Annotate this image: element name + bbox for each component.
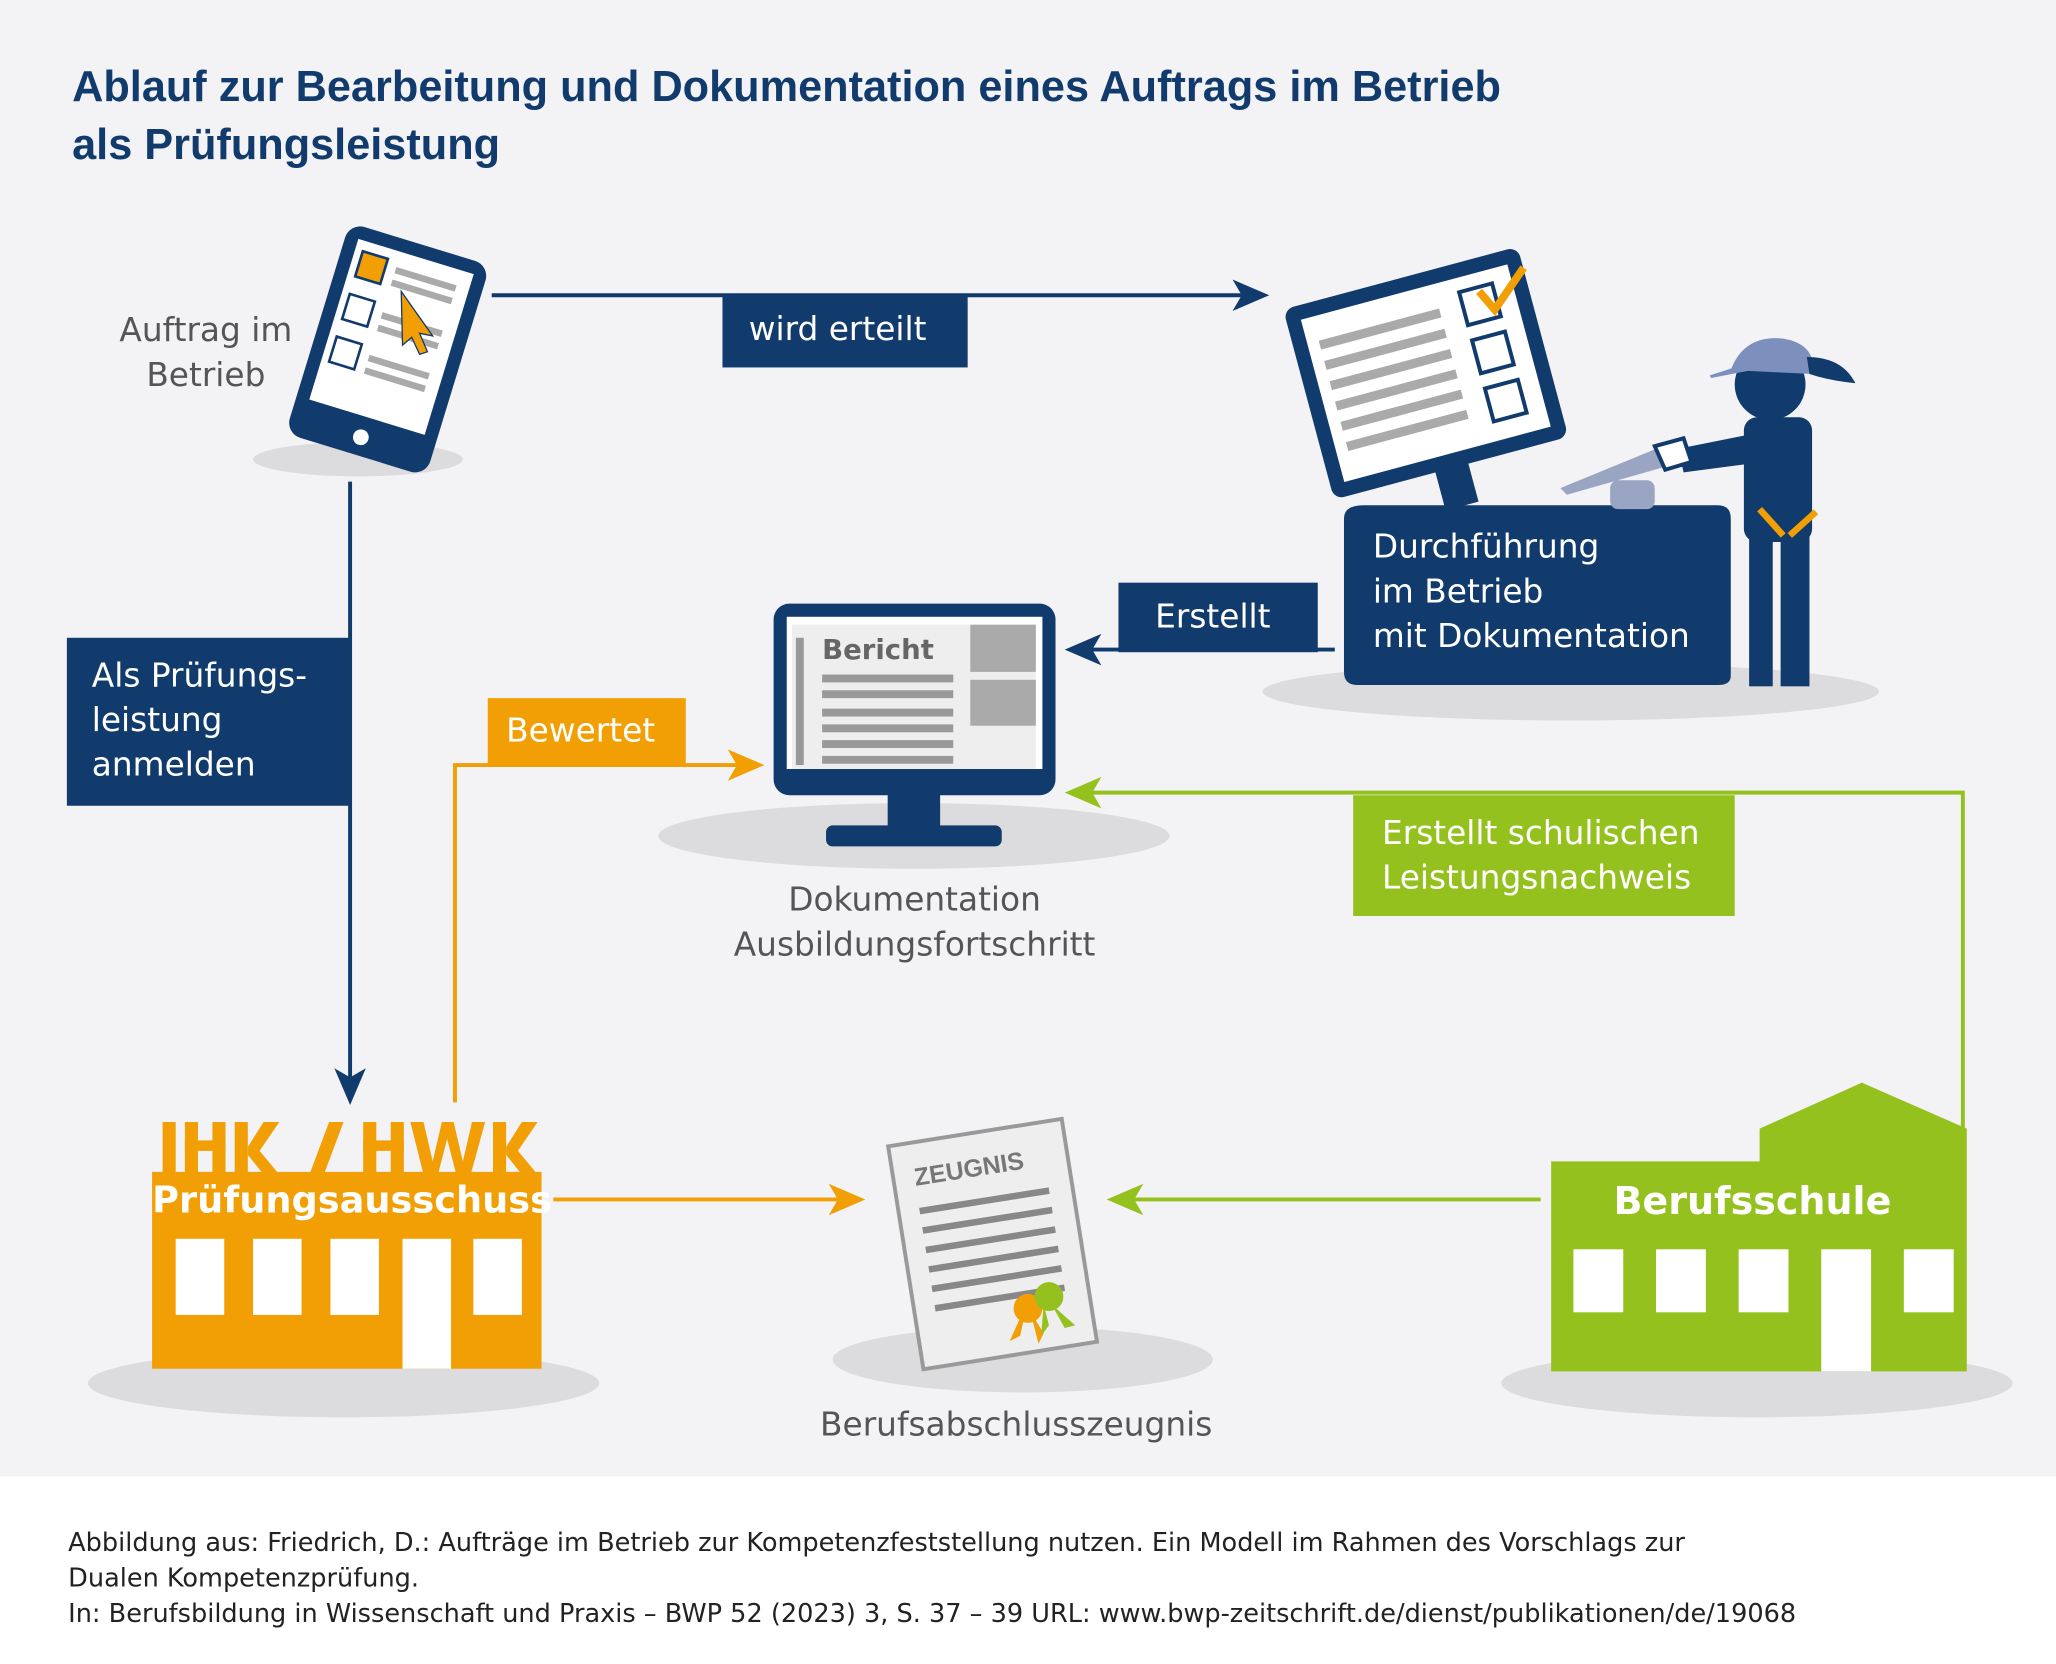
label-auftrag: Auftrag im Betrieb [119,311,293,394]
worker-figure-icon [1560,338,1856,687]
label-bericht: Bericht [822,633,934,666]
checkmark-icon [1476,265,1527,317]
arrow-school-zeugnis [1106,1183,1541,1216]
arrow-anmelden [334,481,366,1105]
source-citation: Abbildung aus: Friedrich, D.: Aufträge i… [68,1527,1797,1629]
page-title: Ablauf zur Bearbeitung und Dokumentation… [72,61,1501,168]
edge-label-anmelden: Als Prüfungs- leistung anmelden [66,637,351,806]
arrow-wird-erteilt [491,279,1270,312]
tablet-icon [289,226,487,473]
label-durchfuehrung: Durchführung im Betrieb mit Dokumentatio… [1372,527,1690,655]
arrow-schulisch [1064,776,1965,1129]
edge-label-wird-erteilt: wird erteilt [722,296,968,368]
edge-label-erstellt: Erstellt [1118,582,1318,653]
label-berufsschule: Berufsschule [1613,1178,1892,1224]
edge-label-schulisch: Erstellt schulischen Leistungsnachweis [1353,795,1735,916]
ihk-hwk-logo [162,1122,538,1175]
zeugnis-document-icon: ZEUGNIS [885,1116,1100,1372]
workbench [1343,505,1731,686]
label-berufsabschlusszeugnis: Berufsabschlusszeugnis [820,1405,1213,1444]
arrow-ihk-zeugnis [553,1183,866,1216]
edge-label-bewertet: Bewertet [487,698,686,767]
label-dokumentation: Dokumentation Ausbildungsfortschritt [733,880,1096,964]
label-pruefungsausschuss: Prüfungsausschuss [152,1178,552,1222]
cursor-icon [400,289,435,356]
seal-ribbons-icon [1009,1282,1076,1344]
ihk-building-icon [152,1171,542,1369]
report-monitor-icon [773,603,1056,847]
checklist-monitor-icon [1285,249,1567,511]
school-building-icon [1551,1082,1967,1372]
